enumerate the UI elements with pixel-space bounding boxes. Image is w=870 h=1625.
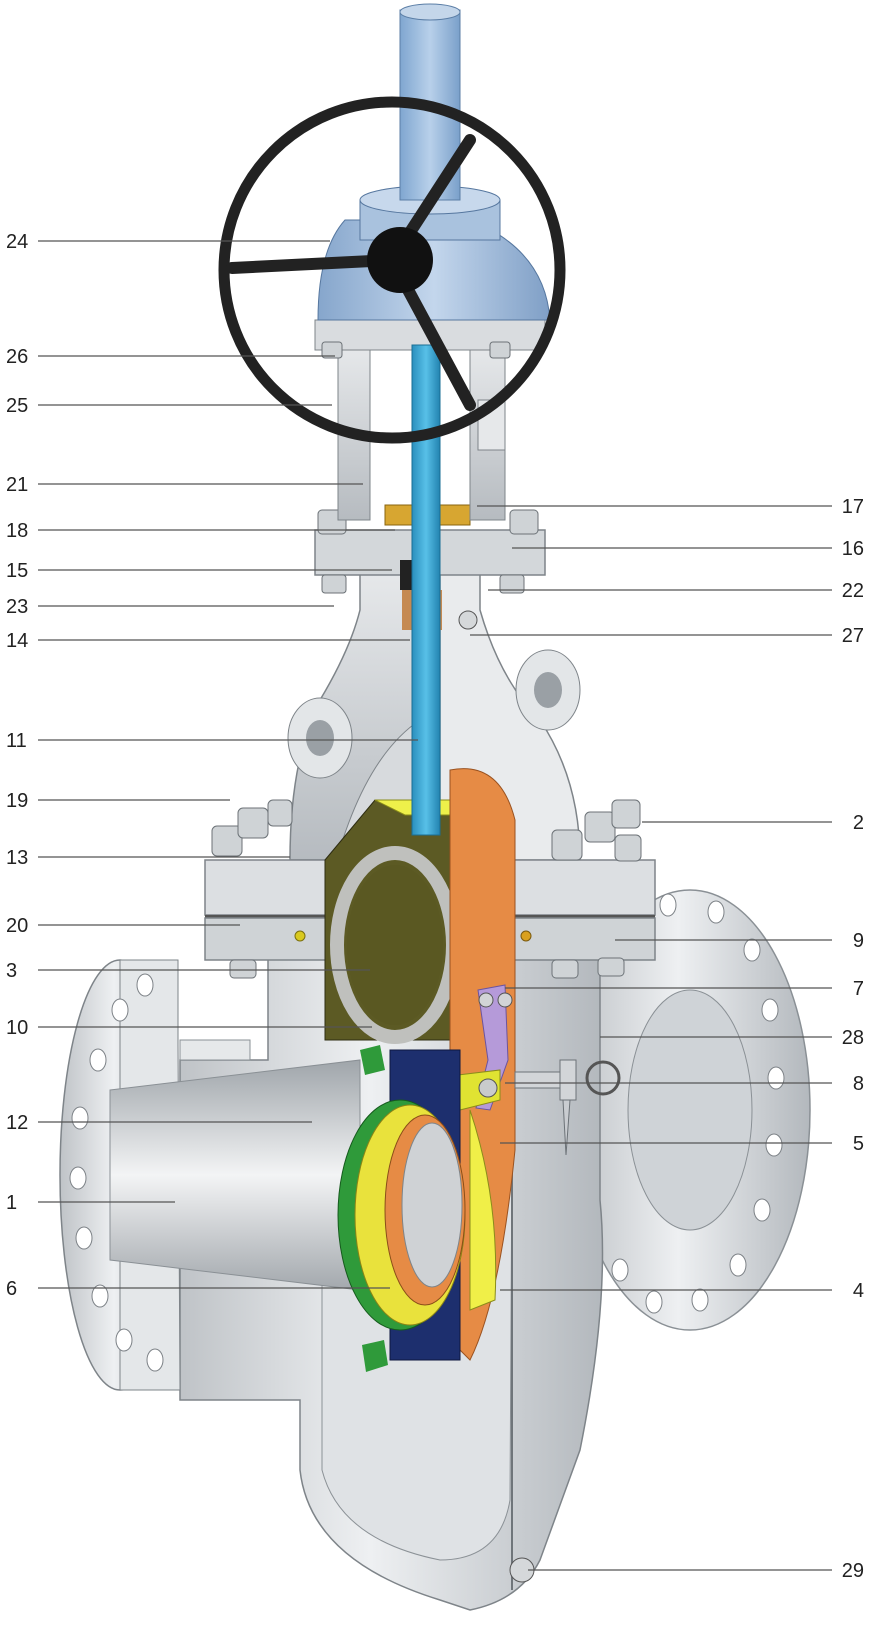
callout-label-14: 14: [6, 630, 28, 652]
callout-label-24: 24: [6, 231, 28, 253]
segment: [449, 768, 516, 1361]
callout-label-26: 26: [6, 346, 28, 368]
callout-label-18: 18: [6, 520, 28, 542]
callout-label-4: 4: [853, 1280, 864, 1302]
callout-label-8: 8: [853, 1073, 864, 1095]
callout-label-28: 28: [842, 1027, 864, 1049]
callout-label-19: 19: [6, 790, 28, 812]
stem: [411, 344, 441, 836]
callout-label-5: 5: [853, 1133, 864, 1155]
callout-label-27: 27: [842, 625, 864, 647]
callout-label-13: 13: [6, 847, 28, 869]
callout-label-3: 3: [6, 960, 17, 982]
callout-label-21: 21: [6, 474, 28, 496]
callout-label-1: 1: [6, 1192, 17, 1214]
callout-label-10: 10: [6, 1017, 28, 1039]
callout-label-22: 22: [842, 580, 864, 602]
callout-label-7: 7: [853, 978, 864, 1000]
valve-illustration: [59, 3, 811, 1611]
callout-label-23: 23: [6, 596, 28, 618]
callout-label-17: 17: [842, 496, 864, 518]
callout-label-2: 2: [853, 812, 864, 834]
callout-label-25: 25: [6, 395, 28, 417]
outlet-flange: [569, 889, 811, 1331]
handwheel-icon: [218, 96, 566, 444]
callout-label-29: 29: [842, 1560, 864, 1582]
callout-label-15: 15: [6, 560, 28, 582]
callout-label-6: 6: [6, 1278, 17, 1300]
bleed-valve: [514, 1059, 621, 1156]
seat-assembly: [337, 1045, 466, 1372]
callout-label-20: 20: [6, 915, 28, 937]
flow-bore: [109, 1059, 361, 1291]
callout-label-9: 9: [853, 930, 864, 952]
callout-label-16: 16: [842, 538, 864, 560]
callout-label-12: 12: [6, 1112, 28, 1134]
callout-label-11: 11: [6, 730, 27, 752]
callout-labels: 2426252118152314111913203101216171622272…: [6, 231, 864, 1582]
